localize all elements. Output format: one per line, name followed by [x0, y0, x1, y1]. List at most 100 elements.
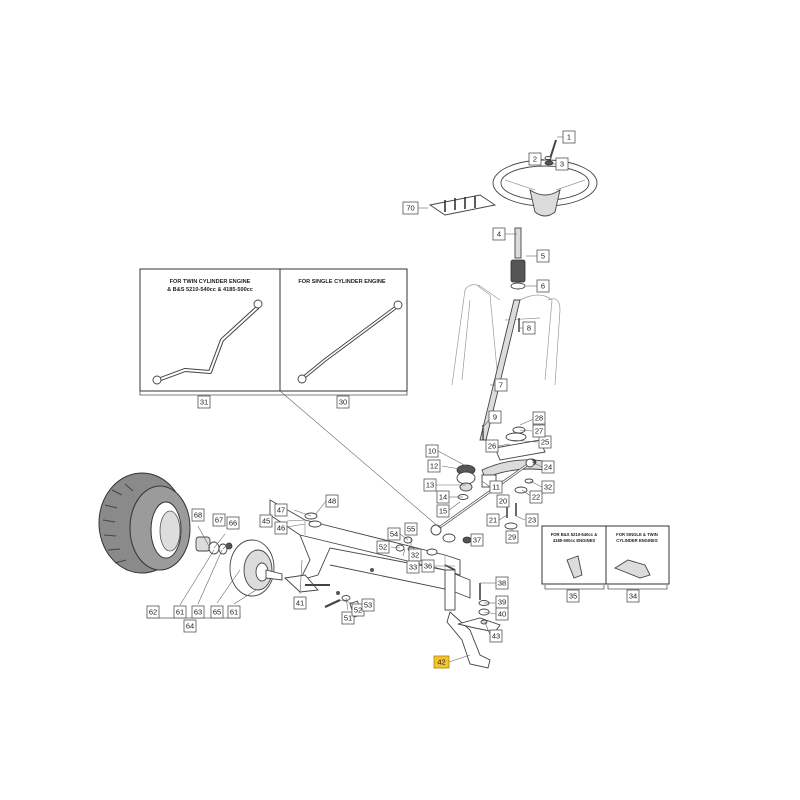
svg-text:21: 21 [489, 516, 497, 525]
callout-1: 1 [562, 130, 576, 144]
callout-2: 2 [528, 152, 542, 166]
callout-43: 43 [489, 629, 503, 643]
svg-text:67: 67 [215, 516, 223, 525]
svg-text:38: 38 [498, 579, 506, 588]
callout-11: 11 [489, 480, 503, 494]
svg-text:39: 39 [498, 598, 506, 607]
callout-47: 47 [274, 503, 288, 517]
bs-engines-title-line2: 4185-500cc ENGINES [553, 538, 596, 543]
callout-30: 30 [336, 395, 350, 409]
callout-42: 42 [433, 655, 450, 669]
svg-text:10: 10 [428, 447, 436, 456]
callout-27: 27 [532, 424, 546, 438]
callout-61-left: 61 [173, 605, 187, 619]
callout-5: 5 [536, 249, 550, 263]
svg-text:46: 46 [277, 524, 285, 533]
callout-7: 7 [494, 378, 508, 392]
callout-23: 23 [525, 513, 539, 527]
wheel-rim [229, 539, 283, 597]
svg-text:70: 70 [406, 204, 414, 213]
callout-70: 70 [402, 201, 419, 215]
bs-engines-title-line1: FOR B&S 5210-540cc & [551, 532, 598, 537]
single-twin-title-line1: FOR SINGLE & TWIN [616, 532, 658, 537]
svg-text:12: 12 [430, 462, 438, 471]
callout-4: 4 [492, 227, 506, 241]
callout-36: 36 [421, 559, 435, 573]
svg-text:1: 1 [567, 133, 571, 142]
callout-46: 46 [274, 521, 288, 535]
callout-32-upper: 32 [541, 480, 555, 494]
callout-62: 62 [146, 605, 160, 619]
callout-53: 53 [361, 598, 375, 612]
callout-61-right: 61 [227, 605, 241, 619]
svg-text:62: 62 [149, 608, 157, 617]
callout-26: 26 [485, 439, 499, 453]
svg-text:11: 11 [492, 483, 500, 492]
single-cylinder-title: FOR SINGLE CYLINDER ENGINE [298, 279, 386, 285]
callout-14: 14 [436, 490, 450, 504]
callout-3: 3 [555, 157, 569, 171]
steering-column-upper [510, 227, 526, 290]
svg-text:6: 6 [541, 282, 545, 291]
svg-text:33: 33 [409, 563, 417, 572]
svg-text:22: 22 [532, 493, 540, 502]
svg-text:26: 26 [488, 442, 496, 451]
callout-41: 41 [293, 596, 307, 610]
callout-37: 37 [470, 533, 484, 547]
callout-54: 54 [387, 527, 401, 541]
svg-text:41: 41 [296, 599, 304, 608]
callout-8: 8 [522, 321, 536, 335]
callout-24: 24 [541, 460, 555, 474]
callout-9: 9 [488, 410, 502, 424]
steering-wheel [492, 159, 598, 217]
svg-text:47: 47 [277, 506, 285, 515]
steering-gear-assembly [456, 425, 549, 530]
front-tire [98, 472, 191, 574]
callout-67: 67 [212, 513, 226, 527]
hub-bolt [544, 139, 557, 166]
svg-text:14: 14 [439, 493, 447, 502]
svg-text:54: 54 [390, 530, 398, 539]
svg-text:9: 9 [493, 413, 497, 422]
callout-66: 66 [226, 516, 240, 530]
bracket-part-35 [566, 555, 583, 579]
callout-32-lower: 32 [408, 548, 422, 562]
svg-text:34: 34 [629, 592, 637, 601]
callout-64: 64 [183, 619, 197, 633]
callout-20: 20 [496, 494, 510, 508]
svg-text:55: 55 [407, 525, 415, 534]
callout-63: 63 [191, 605, 205, 619]
svg-text:42: 42 [437, 658, 445, 667]
callout-15: 15 [436, 504, 450, 518]
twin-cylinder-title-line2: & B&S 5210-540cc & 4185-500cc [167, 287, 253, 293]
svg-text:13: 13 [426, 481, 434, 490]
svg-text:53: 53 [364, 601, 372, 610]
svg-text:61: 61 [176, 608, 184, 617]
svg-text:15: 15 [439, 507, 447, 516]
callout-labels: 1 2 3 4 5 6 7 8 9 10 11 12 13 14 15 20 2… [146, 130, 640, 669]
callout-40: 40 [495, 607, 509, 621]
callout-21: 21 [486, 513, 500, 527]
svg-text:35: 35 [569, 592, 577, 601]
svg-text:28: 28 [535, 414, 543, 423]
drag-link [430, 458, 535, 536]
callout-38: 38 [495, 576, 509, 590]
inset-box-small: FOR B&S 5210-540cc & 4185-500cc ENGINES … [541, 525, 670, 585]
callout-39: 39 [495, 595, 509, 609]
callout-34: 34 [626, 589, 640, 603]
callout-51: 51 [341, 611, 355, 625]
svg-text:66: 66 [229, 519, 237, 528]
svg-text:24: 24 [544, 463, 552, 472]
callout-35: 35 [566, 589, 580, 603]
twin-cylinder-title-line1: FOR TWIN CYLINDER ENGINE [170, 279, 251, 285]
svg-text:52: 52 [354, 606, 362, 615]
svg-text:45: 45 [262, 517, 270, 526]
svg-text:48: 48 [328, 497, 336, 506]
svg-text:27: 27 [535, 427, 543, 436]
svg-text:30: 30 [339, 398, 347, 407]
drag-link-twin [152, 299, 263, 385]
svg-text:4: 4 [497, 230, 501, 239]
steering-spindle [444, 569, 501, 669]
callout-31: 31 [197, 395, 211, 409]
svg-text:29: 29 [508, 533, 516, 542]
